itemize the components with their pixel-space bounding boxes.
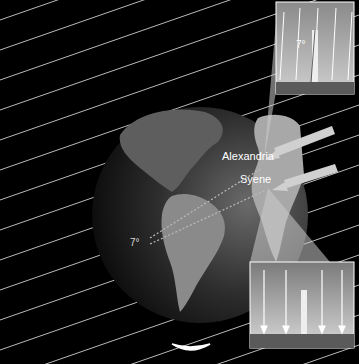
top-inset — [276, 2, 354, 94]
incoming-ray-arrows — [266, 126, 338, 191]
city-label: Syene — [240, 173, 271, 186]
angle-label: 7° — [296, 38, 306, 51]
angle-label: 7° — [130, 236, 140, 249]
city-label: Alexandria — [222, 150, 274, 163]
bottom-inset — [250, 262, 354, 348]
crescent-mark — [172, 344, 210, 350]
